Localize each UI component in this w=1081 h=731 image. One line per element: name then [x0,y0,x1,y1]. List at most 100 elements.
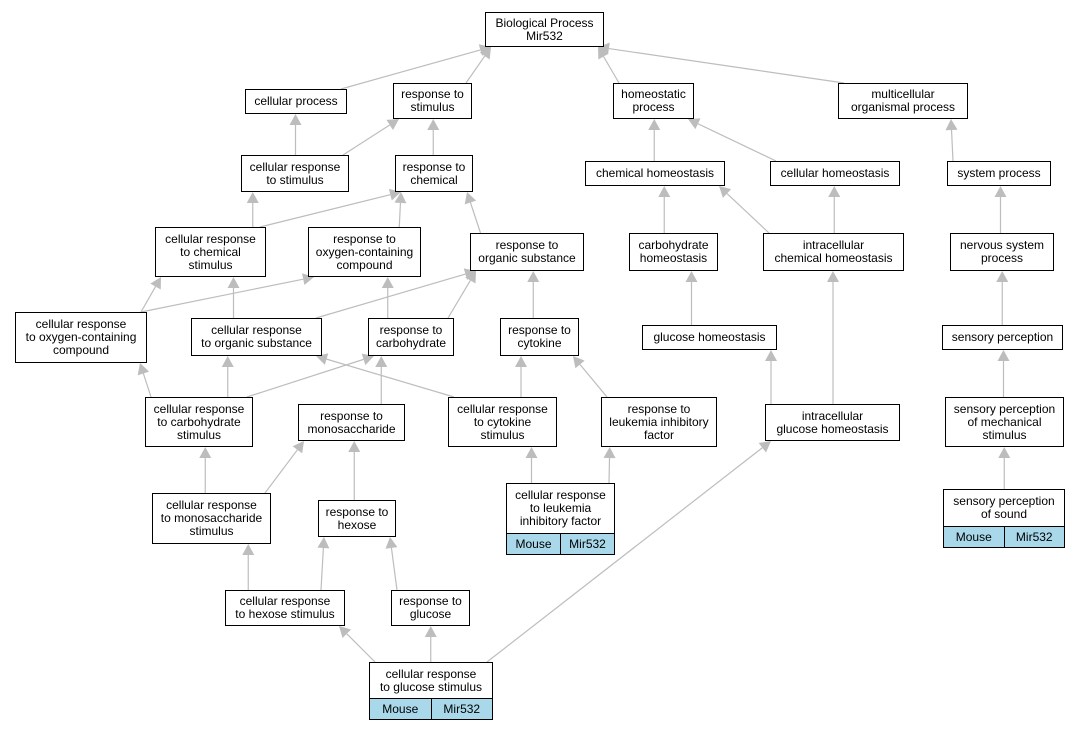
node-label: response to cytokine [508,323,571,350]
arrowhead-crhex-to-crmono [242,544,255,555]
node-cellular-response-to-carbohydrate-stimulus[interactable]: cellular response to carbohydrate stimul… [145,397,253,447]
node-cellular-response-to-stimulus[interactable]: cellular response to stimulus [241,155,349,192]
node-label: cellular response to stimulus [249,159,341,187]
node-label: cellular response to glucose stimulus [379,666,483,694]
arrowhead-crmono-to-rmono [292,441,304,454]
node-multicellular-organismal-process[interactable]: multicellular organismal process [838,83,968,119]
edge-cellh-to-hp [697,123,777,162]
edge-hp-to-bp [603,56,620,84]
node-label: chemical homeostasis [595,166,715,180]
node-sensory-perception-of-sound[interactable]: sensory perception of sound Mouse Mir532 [943,489,1065,548]
node-intracellular-glucose-homeostasis[interactable]: intracellular glucose homeostasis [765,404,900,441]
node-cellular-response-to-hexose-stimulus[interactable]: cellular response to hexose stimulus [225,590,345,626]
arrowhead-crmono-to-crcarb [199,447,212,458]
node-response-to-hexose[interactable]: response to hexose [318,500,396,537]
arrowhead-crcarb-to-crocc [137,363,150,376]
node-label: Biological Process Mir532 [495,15,594,43]
node-label: nervous system process [959,238,1045,265]
arrowhead-hp-to-bp [598,47,609,60]
arrowhead-rcarb-to-ros [465,271,476,284]
node-label: sensory perception of sound [953,494,1055,521]
arrowhead-rmono-to-rcarb [375,356,388,367]
arrowhead-rglu-to-rhex [385,537,398,549]
node-cellular-response-to-monosaccharide-stimulus[interactable]: cellular response to monosaccharide stim… [152,493,271,544]
node-glucose-homeostasis[interactable]: glucose homeostasis [642,325,777,350]
node-label: response to chemical [402,159,466,187]
node-response-to-oxygen-containing-compound[interactable]: response to oxygen-containing compound [308,227,421,277]
arrowhead-cellh-to-hp [688,118,701,130]
node-label: response to glucose [399,594,462,621]
node-cellular-response-to-organic-substance[interactable]: cellular response to organic substance [191,318,322,356]
node-response-to-leukemia-inhibitory-factor[interactable]: response to leukemia inhibitory factor [601,397,717,447]
node-system-process[interactable]: system process [947,161,1051,186]
species-tag: Mouse [507,534,560,554]
arrowhead-crglu-to-rglu [424,626,437,637]
annotation-row: Mouse Mir532 [507,533,614,554]
arrowhead-rc-to-rs [427,119,440,130]
arrowhead-crcyt-to-rcyt [515,356,527,367]
node-label: response to oxygen-containing compound [315,231,414,272]
edge-ich-to-ch [726,193,770,234]
node-label: response to monosaccharide [307,408,396,436]
node-sensory-perception[interactable]: sensory perception [942,325,1063,350]
arrowhead-rs-to-bp [479,47,491,60]
node-response-to-stimulus[interactable]: response to stimulus [393,83,472,119]
node-label: cellular homeostasis [780,166,890,180]
arrowhead-crcarb-to-cros [221,356,234,367]
node-chemical-homeostasis[interactable]: chemical homeostasis [585,161,725,186]
node-label: intracellular chemical homeostasis [774,238,893,265]
edge-rcarb-to-ros [447,280,471,319]
node-label: cellular response to monosaccharide stim… [160,498,263,538]
arrowhead-crs-to-cp [289,114,302,125]
node-cellular-response-to-leukemia-inhibitory-factor[interactable]: cellular response to leukemia inhibitory… [506,483,615,555]
node-cellular-process[interactable]: cellular process [245,89,347,114]
node-label: glucose homeostasis [653,330,766,344]
node-response-to-cytokine[interactable]: response to cytokine [500,318,579,356]
node-intracellular-chemical-homeostasis[interactable]: intracellular chemical homeostasis [763,233,904,271]
node-homeostatic-process[interactable]: homeostatic process [613,83,694,119]
node-label: response to hexose [325,504,389,532]
arrowhead-crcs-to-crs [246,192,259,203]
edge-crglu-to-igh [486,447,763,663]
arrowhead-rhex-to-rmono [348,441,361,452]
edge-crcarb-to-rcarb [246,358,364,398]
node-cellular-response-to-glucose-stimulus[interactable]: cellular response to glucose stimulus Mo… [369,662,493,720]
annotation-row: Mouse Mir532 [944,526,1064,547]
node-label: cellular process [254,94,338,108]
node-cellular-response-to-oxygen-containing-compound[interactable]: cellular response to oxygen-containing c… [15,312,147,363]
node-cellular-response-to-chemical-stimulus[interactable]: cellular response to chemical stimulus [155,227,266,277]
arrowhead-ch-to-hp [648,119,661,130]
node-sensory-perception-of-mechanical-stimulus[interactable]: sensory perception of mechanical stimulu… [945,397,1064,447]
arrowhead-crlif-to-rlif [603,447,616,459]
node-cellular-response-to-cytokine-stimulus[interactable]: cellular response to cytokine stimulus [448,397,557,447]
node-response-to-chemical[interactable]: response to chemical [395,155,473,192]
gene-tag: Mir532 [560,534,614,554]
edge-crs-to-rs [342,124,391,156]
edge-crlif-to-rlif [608,457,611,484]
arrowhead-crglu-to-crhex [339,626,352,639]
edge-rs-to-bp [465,55,486,84]
arrowhead-sps-to-spms [998,447,1011,458]
node-response-to-monosaccharide[interactable]: response to monosaccharide [298,404,405,441]
node-label: cellular response to cytokine stimulus [457,401,548,442]
node-label: response to stimulus [401,87,464,114]
arrowhead-crglu-to-igh [758,441,771,453]
node-biological-process[interactable]: Biological Process Mir532 [485,12,604,47]
arrowhead-crcyt-to-cros [316,353,329,365]
node-response-to-organic-substance[interactable]: response to organic substance [470,233,584,271]
node-carbohydrate-homeostasis[interactable]: carbohydrate homeostasis [629,233,718,271]
node-cellular-homeostasis[interactable]: cellular homeostasis [770,161,900,186]
node-label: response to carbohydrate [375,323,447,350]
edge-crcyt-to-cros [326,358,455,398]
arrowhead-gh-to-cbh [685,271,698,282]
node-label: cellular response to chemical stimulus [165,231,256,272]
edge-crhex-to-rhex [320,547,324,591]
arrowhead-crlif-to-crcyt [525,447,538,458]
node-response-to-glucose[interactable]: response to glucose [391,590,470,626]
edge-rocc-to-rc [398,202,402,228]
node-response-to-carbohydrate[interactable]: response to carbohydrate [368,318,454,356]
arrowhead-ich-to-cellh [828,186,841,197]
edge-rglu-to-rhex [390,547,398,591]
node-nervous-system-process[interactable]: nervous system process [950,233,1054,271]
